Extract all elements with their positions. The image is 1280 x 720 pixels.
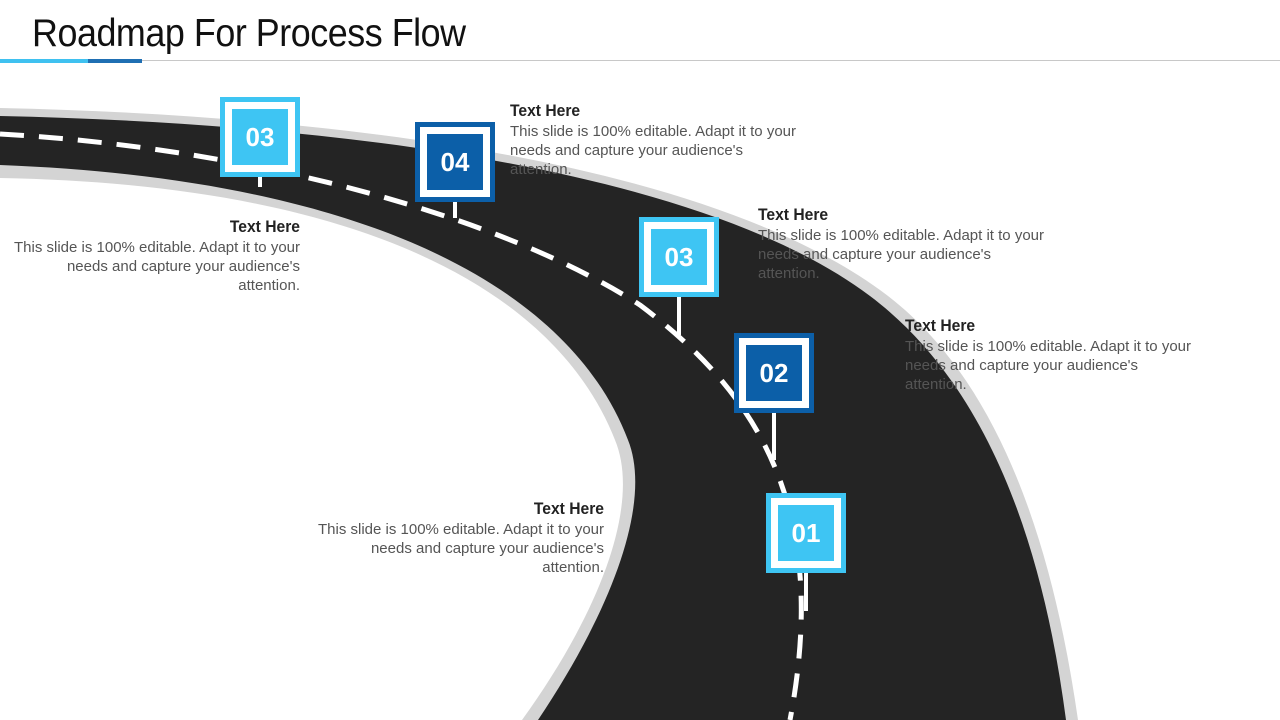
title-accent-dark [88, 59, 142, 63]
step-marker-02: 02 [734, 333, 814, 413]
text-block-upper-right: Text Here This slide is 100% editable. A… [758, 205, 1048, 283]
text-body: This slide is 100% editable. Adapt it to… [758, 227, 1044, 282]
text-block-right: Text Here This slide is 100% editable. A… [905, 316, 1195, 394]
step-marker-01: 01 [766, 493, 846, 573]
marker-pole [677, 295, 681, 335]
step-marker-03: 03 [639, 217, 719, 297]
title-divider [0, 60, 1280, 61]
text-heading: Text Here [758, 205, 829, 224]
marker-pole [772, 410, 776, 460]
step-number: 03 [232, 109, 288, 165]
step-number: 02 [746, 345, 802, 401]
step-number: 04 [427, 134, 483, 190]
marker-pole [258, 175, 262, 187]
text-heading: Text Here [905, 316, 976, 335]
step-number: 01 [778, 505, 834, 561]
text-body: This slide is 100% editable. Adapt it to… [318, 521, 604, 576]
text-heading: Text Here [229, 217, 300, 236]
text-heading: Text Here [510, 101, 581, 120]
title-accent-light [0, 59, 88, 63]
text-block-top: Text Here This slide is 100% editable. A… [510, 101, 800, 179]
slide-title: Roadmap For Process Flow [32, 12, 466, 55]
marker-pole [804, 571, 808, 611]
text-body: This slide is 100% editable. Adapt it to… [905, 338, 1191, 393]
marker-pole [453, 200, 457, 218]
step-marker-04: 04 [415, 122, 495, 202]
text-heading: Text Here [533, 499, 604, 518]
text-body: This slide is 100% editable. Adapt it to… [510, 123, 796, 178]
step-number: 03 [651, 229, 707, 285]
text-body: This slide is 100% editable. Adapt it to… [14, 239, 300, 294]
text-block-bottom: Text Here This slide is 100% editable. A… [314, 499, 604, 577]
text-block-left: Text Here This slide is 100% editable. A… [10, 217, 300, 295]
step-marker-03-left: 03 [220, 97, 300, 177]
